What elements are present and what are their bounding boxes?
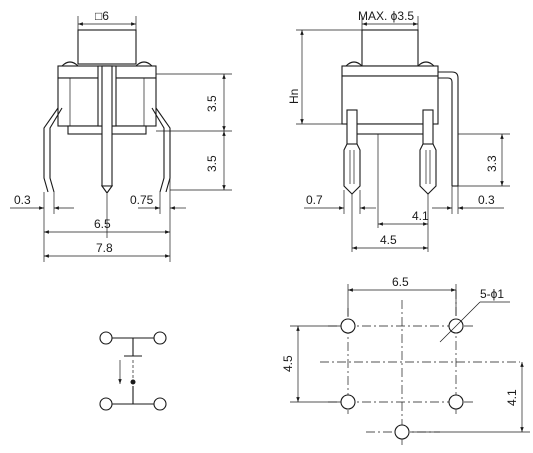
- pcb-hole-3: [340, 394, 356, 410]
- front-pin-width: 0.75: [130, 193, 154, 207]
- front-height-upper: 3.5: [205, 95, 219, 112]
- pcb-hole-5: [394, 424, 410, 440]
- pcb-hole-note: 5-ϕ1: [480, 287, 504, 301]
- pcb-width: 6.5: [392, 275, 409, 289]
- front-overall-width: 7.8: [96, 241, 113, 255]
- pcb-hole-4: [448, 394, 464, 410]
- side-body: [341, 75, 439, 125]
- side-height-label: Hn: [287, 89, 301, 104]
- side-right-pin-top: [422, 109, 434, 145]
- pcb-height-left: 4.5: [281, 355, 295, 372]
- front-top-dim: □6: [95, 9, 109, 23]
- side-pitch: 4.5: [380, 233, 397, 247]
- front-left-pin: [43, 107, 59, 193]
- front-pin-pitch: 6.5: [94, 217, 111, 231]
- front-height-lower: 3.5: [205, 155, 219, 172]
- side-actuator-dim: MAX. ϕ3.5: [358, 9, 414, 23]
- side-pin-spacing: 4.1: [412, 209, 429, 223]
- front-actuator: [77, 29, 137, 65]
- side-pin-length: 3.3: [485, 155, 499, 172]
- side-pin-width: 0.7: [306, 193, 323, 207]
- front-pin-thickness: 0.3: [14, 193, 31, 207]
- pcb-layout: 6.5 5-ϕ1 4.5 4.1: [281, 275, 530, 448]
- pcb-height-right: 4.1: [505, 389, 519, 406]
- side-view: MAX. ϕ3.5 Hn 3.3: [287, 9, 510, 252]
- front-view: □6 3.5 3.5 0.3 0.75 6.5 7.8: [10, 9, 232, 262]
- side-left-pin-top: [346, 109, 358, 145]
- side-body-cap: [341, 65, 439, 77]
- side-pin-thickness: 0.3: [478, 193, 495, 207]
- front-right-pin: [155, 107, 171, 193]
- switch-schematic: [99, 331, 167, 411]
- side-actuator: [361, 29, 419, 67]
- front-center-pin: [101, 65, 113, 187]
- side-bracket: [438, 71, 459, 186]
- pcb-hole-1: [340, 318, 356, 334]
